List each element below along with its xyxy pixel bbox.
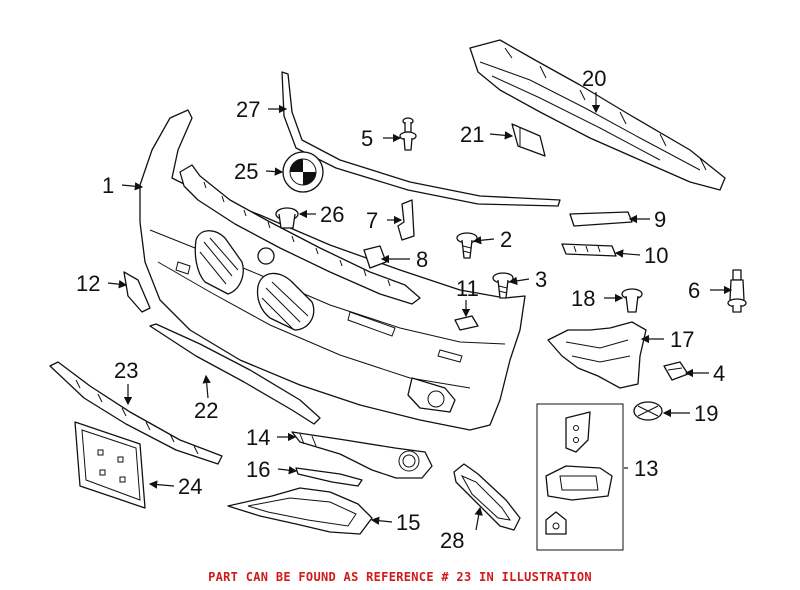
callout-labels: 1 2 3 4 5 6 7 8 9 10 11 12 13 14 15 16 1…: [76, 66, 725, 553]
part-9-reflector[interactable]: [569, 211, 633, 227]
callout-2: 2: [500, 227, 512, 252]
callout-5: 5: [361, 126, 373, 151]
part-3-screw-icon[interactable]: [492, 272, 514, 299]
part-15-lower-trim[interactable]: [227, 487, 373, 535]
callout-24: 24: [178, 474, 202, 499]
callout-19: 19: [694, 401, 718, 426]
callout-12: 12: [76, 271, 100, 296]
callout-3: 3: [535, 267, 547, 292]
callout-18: 18: [571, 286, 595, 311]
part-4-nut-clip-icon[interactable]: [663, 361, 689, 381]
callout-15: 15: [396, 510, 420, 535]
callout-10: 10: [644, 243, 668, 268]
part-6-bolt-icon[interactable]: [727, 269, 747, 313]
part-12-side-bracket[interactable]: [123, 271, 151, 313]
part-21-bracket[interactable]: [511, 123, 546, 157]
part-28-fog-light-frame[interactable]: [453, 463, 521, 531]
callout-27: 27: [236, 97, 260, 122]
part-19-clip-icon[interactable]: [633, 401, 663, 421]
part-2-screw-icon[interactable]: [456, 232, 478, 259]
part-5-push-clip-icon[interactable]: [399, 117, 417, 151]
callout-7: 7: [366, 208, 378, 233]
part-22-lower-strip[interactable]: [149, 323, 321, 425]
part-16-trim-strip[interactable]: [295, 467, 363, 487]
part-23-lower-grille-strip[interactable]: [49, 361, 223, 465]
callout-13: 13: [634, 456, 658, 481]
callout-17: 17: [670, 327, 694, 352]
callout-6: 6: [688, 278, 700, 303]
callout-26: 26: [320, 202, 344, 227]
callout-8: 8: [416, 247, 428, 272]
callout-25: 25: [234, 159, 258, 184]
part-17-side-bracket[interactable]: [547, 321, 647, 389]
part-18-bolt-icon[interactable]: [621, 288, 643, 313]
callout-11: 11: [456, 276, 479, 301]
callout-9: 9: [654, 207, 666, 232]
part-26-clip-icon[interactable]: [275, 207, 299, 229]
callout-16: 16: [246, 457, 270, 482]
callout-4: 4: [713, 361, 725, 386]
callout-leaders: [107, 92, 733, 531]
callout-22: 22: [194, 398, 218, 423]
part-20-bumper-reinforcement[interactable]: [469, 39, 726, 191]
callout-23: 23: [114, 358, 138, 383]
part-11-small-bracket[interactable]: [454, 315, 479, 331]
callout-21: 21: [460, 122, 484, 147]
callout-28: 28: [440, 528, 464, 553]
part-7-bracket[interactable]: [397, 199, 415, 241]
part-13-kit-box[interactable]: [536, 403, 624, 551]
reference-note: PART CAN BE FOUND AS REFERENCE # 23 IN I…: [208, 570, 592, 584]
callout-14: 14: [246, 425, 270, 450]
part-10-bracket[interactable]: [561, 243, 617, 257]
upper-support-bracket[interactable]: [179, 164, 421, 305]
callout-20: 20: [582, 66, 606, 91]
part-14-fog-light-trim[interactable]: [291, 431, 433, 479]
part-25-emblem-icon[interactable]: [282, 151, 324, 193]
part-24-license-plate-bracket[interactable]: [74, 421, 146, 509]
callout-1: 1: [102, 173, 114, 198]
